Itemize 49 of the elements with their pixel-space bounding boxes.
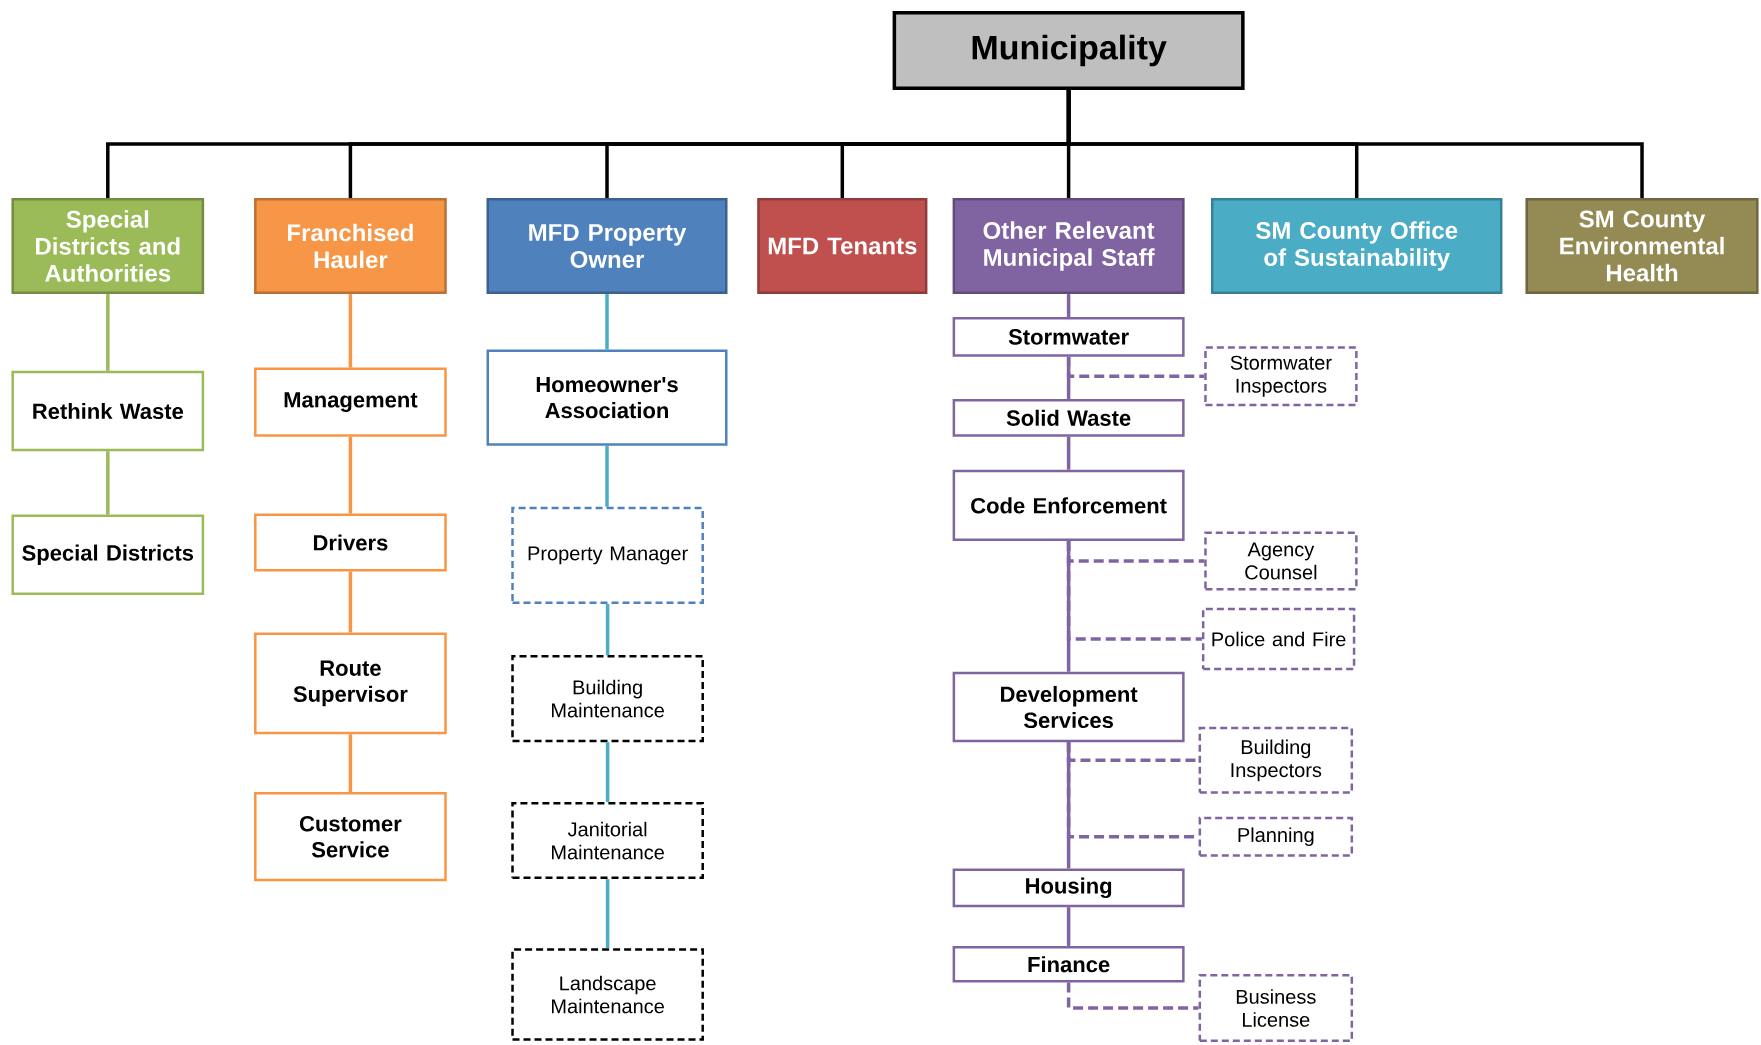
role-box: Finance (952, 945, 1185, 983)
dashed-role-box: Building Maintenance (511, 655, 704, 743)
title-box: Municipality (892, 10, 1245, 91)
role-box: Code Enforcement (952, 469, 1185, 542)
category-box: SM County Environmental Health (1525, 197, 1759, 295)
role-box: Housing (952, 868, 1185, 908)
connector-line (1066, 907, 1071, 946)
role-box: Drivers (254, 513, 447, 572)
category-box: Franchised Hauler (254, 197, 447, 295)
connector-line (605, 604, 610, 656)
category-box: Other Relevant Municipal Staff (952, 197, 1185, 295)
connector-line (605, 445, 609, 507)
connector-line (605, 879, 610, 949)
connector-line (1066, 294, 1071, 317)
connector-line (106, 451, 110, 515)
category-box: MFD Property Owner (486, 197, 728, 295)
category-box: Special Districts and Authorities (11, 197, 205, 295)
connector-line (348, 294, 353, 368)
role-box: Rethink Waste (11, 370, 205, 452)
role-box: Customer Service (254, 792, 447, 882)
dashed-role-box: Janitorial Maintenance (511, 802, 704, 880)
role-box: Special Districts (11, 514, 205, 595)
role-box: Route Supervisor (254, 632, 447, 735)
role-box: Development Services (952, 671, 1185, 743)
connector-line (348, 571, 353, 633)
connector-line (1066, 982, 1199, 1010)
connector-line (1066, 541, 1202, 641)
connector-line (605, 742, 610, 803)
connector-line (1066, 90, 1644, 198)
category-box: SM County Office of Sustainability (1210, 197, 1503, 295)
connector-line (348, 436, 353, 514)
connector-line (1066, 356, 1205, 378)
dashed-role-box: Building Inspectors (1198, 726, 1354, 794)
role-box: Management (254, 367, 447, 437)
connector-line (605, 294, 609, 350)
dashed-role-box: Planning (1198, 816, 1354, 857)
dashed-role-box: Police and Fire (1201, 607, 1356, 671)
dashed-role-box: Agency Counsel (1204, 531, 1358, 591)
category-box: MFD Tenants (757, 197, 928, 295)
role-box: Homeowner's Association (486, 349, 728, 446)
connector-line (348, 734, 353, 793)
role-box: Stormwater (952, 316, 1185, 357)
dashed-role-box: Property Manager (511, 506, 704, 604)
connector-line (1066, 436, 1071, 470)
role-box: Solid Waste (952, 398, 1185, 437)
dashed-role-box: Landscape Maintenance (511, 948, 704, 1041)
connector-line (106, 294, 110, 371)
dashed-role-box: Business License (1198, 974, 1354, 1042)
dashed-role-box: Stormwater Inspectors (1204, 346, 1358, 407)
